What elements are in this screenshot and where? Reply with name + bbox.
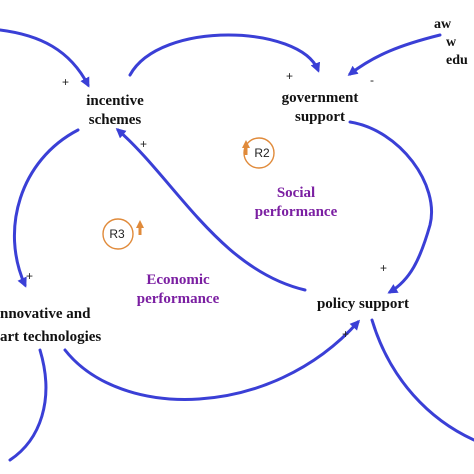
- polarity-sign-government-in-left: +: [286, 69, 293, 83]
- node-awareness-partial: aw w edu: [434, 17, 468, 68]
- loop-r3-arrow-stem: [138, 227, 142, 235]
- polarity-sign-policy-from-government: +: [380, 261, 387, 275]
- economic-performance-line2: performance: [137, 291, 220, 307]
- node-policy-support: policy support: [317, 296, 409, 312]
- node-government-support: government support: [282, 90, 359, 125]
- node-innovative-technologies: nnovative and art technologies: [0, 306, 101, 345]
- node-government-support-line1: government: [282, 90, 359, 106]
- loop-r2-arrow-icon: [242, 140, 250, 148]
- node-innovative-technologies-line2: art technologies: [0, 329, 101, 345]
- loop-r3-circle: [102, 218, 134, 250]
- loop-r2-arrow-stem: [244, 147, 248, 155]
- link-innovative-to-policy-support: [63, 319, 361, 401]
- link-policy-to-incentive-schemes: [115, 128, 307, 292]
- polarity-sign-incentive-from-policy: +: [140, 137, 147, 151]
- loop-r2-indicator: R2: [242, 137, 275, 169]
- node-awareness-partial-line1: aw: [434, 17, 452, 32]
- economic-performance-label: Economic performance: [137, 272, 220, 307]
- node-awareness-partial-line2: w: [446, 35, 457, 50]
- link-right-to-government-support: [347, 33, 442, 76]
- node-incentive-schemes-line2: schemes: [89, 112, 142, 128]
- loop-r3-arrow-icon: [136, 220, 144, 228]
- social-performance-line2: performance: [255, 204, 338, 220]
- social-performance-label: Social performance: [255, 185, 338, 220]
- node-incentive-schemes-line1: incentive: [86, 93, 144, 109]
- loop-r3-label: R3: [109, 227, 125, 241]
- node-policy-support-label: policy support: [317, 296, 409, 312]
- loop-r3-indicator: R3: [102, 218, 144, 250]
- polarity-sign-innovative-in: +: [26, 269, 33, 283]
- link-government-to-policy-support: [348, 120, 433, 294]
- loop-r2-circle: [243, 137, 275, 169]
- economic-performance-line1: Economic: [146, 272, 210, 288]
- social-performance-line1: Social: [277, 185, 315, 201]
- node-incentive-schemes: incentive schemes: [86, 93, 144, 128]
- node-government-support-line2: support: [295, 109, 345, 125]
- link-left-to-incentive-schemes: [0, 28, 90, 88]
- loop-r2-label: R2: [254, 146, 270, 160]
- polarity-sign-government-in-right: -: [370, 73, 374, 87]
- polarity-sign-policy-from-innovative: +: [342, 327, 349, 341]
- node-innovative-technologies-line1: nnovative and: [0, 306, 91, 322]
- link-innovative-to-bottom-left: [8, 348, 48, 462]
- link-policy-to-bottom-right: [370, 318, 474, 442]
- link-incentive-to-innovative-technologies: [12, 128, 80, 288]
- link-incentive-to-government-support: [128, 33, 321, 77]
- polarity-sign-incentive-in: +: [62, 75, 69, 89]
- node-awareness-partial-line3: edu: [446, 53, 468, 68]
